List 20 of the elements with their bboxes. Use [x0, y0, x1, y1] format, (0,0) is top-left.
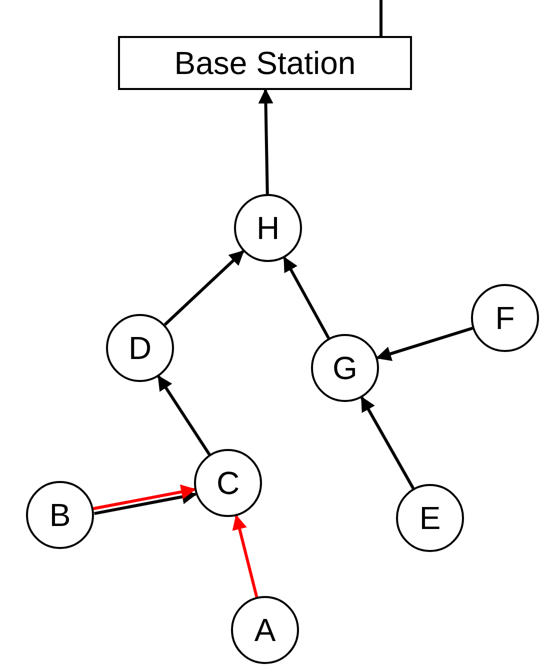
- arrow: [258, 88, 274, 194]
- arrow: [157, 375, 211, 456]
- node-label: A: [254, 612, 276, 648]
- node-label: C: [216, 464, 240, 502]
- node-label: D: [128, 330, 152, 366]
- node-label: E: [419, 500, 441, 536]
- base-station-box: [118, 36, 412, 90]
- arrow: [232, 514, 258, 598]
- node-label: B: [49, 496, 71, 534]
- arrow: [360, 396, 415, 490]
- node-label: F: [495, 300, 515, 336]
- node-label: H: [256, 210, 280, 246]
- node-circle: [106, 314, 174, 382]
- node-label: G: [332, 350, 358, 386]
- antenna-line: [380, 0, 382, 36]
- arrow: [93, 484, 196, 510]
- arrow: [283, 256, 330, 339]
- arrow: [164, 250, 244, 326]
- arrow: [376, 326, 473, 361]
- node-label: Base Station: [174, 44, 356, 82]
